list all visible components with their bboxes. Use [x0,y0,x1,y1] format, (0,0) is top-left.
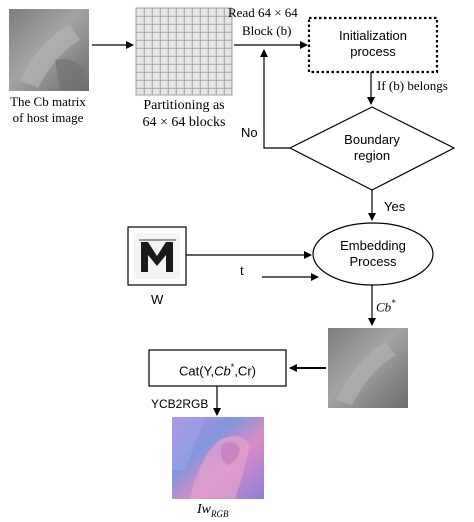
read-block-label: Read 64 × 64 Block (b) [228,4,298,40]
initialization-text-line2: process [350,44,396,59]
cb-matrix-caption-line1: The Cb matrix [10,94,86,109]
rgb-output-image [172,417,264,499]
embedding-ellipse [312,222,434,286]
iw-rgb-label: IwRGB [197,502,229,522]
embedding-text: Embedding Process [318,238,428,270]
arrow-no-loop [260,49,290,149]
cat-box [148,349,287,387]
watermark-image [127,226,187,286]
partition-caption: Partitioning as 64 × 64 blocks [122,97,246,131]
cb-matrix-caption: The Cb matrix of host image [2,94,94,126]
cat-suffix: ,Cr) [234,363,256,379]
cat-sup: * [230,362,235,372]
yes-label: Yes [384,199,406,214]
iw-sub: RGB [211,508,229,519]
boundary-text: Boundary region [318,132,426,164]
t-label: t [240,263,244,278]
initialization-text-line1: Initialization [339,28,407,43]
cb-star-text: Cb [376,299,392,315]
partition-caption-line1: Partitioning as [143,98,225,113]
embedding-text-line1: Embedding [340,238,406,253]
partitioned-blocks-image [135,7,233,96]
cat-text: Cat(Y,Cb*,Cr) [149,359,286,379]
w-label: W [151,292,164,307]
no-label: No [241,125,258,140]
cb-matrix-caption-line2: of host image [12,110,84,125]
cat-cb: Cb [214,363,231,379]
read-block-label-line1: Read 64 × 64 [228,5,298,20]
boundary-text-line2: region [353,148,391,163]
cb-star-label: Cb* [376,295,396,315]
initialization-text: Initialization process [311,28,435,60]
cb-host-image [9,9,89,91]
initialization-box [307,16,439,74]
ycb2rgb-label: YCB2RGB [151,397,209,411]
cat-prefix: Cat(Y, [179,363,215,379]
if-belongs-label: If (b) belongs [377,78,448,93]
read-block-label-line2: Block (b) [242,23,292,38]
embedding-text-line2: Process [349,254,397,269]
partition-caption-line2: 64 × 64 blocks [142,115,226,130]
iw-main: Iw [197,502,211,517]
cb-star-image [328,328,408,408]
boundary-text-line1: Boundary [344,132,400,147]
cb-star-sup: * [391,298,396,308]
